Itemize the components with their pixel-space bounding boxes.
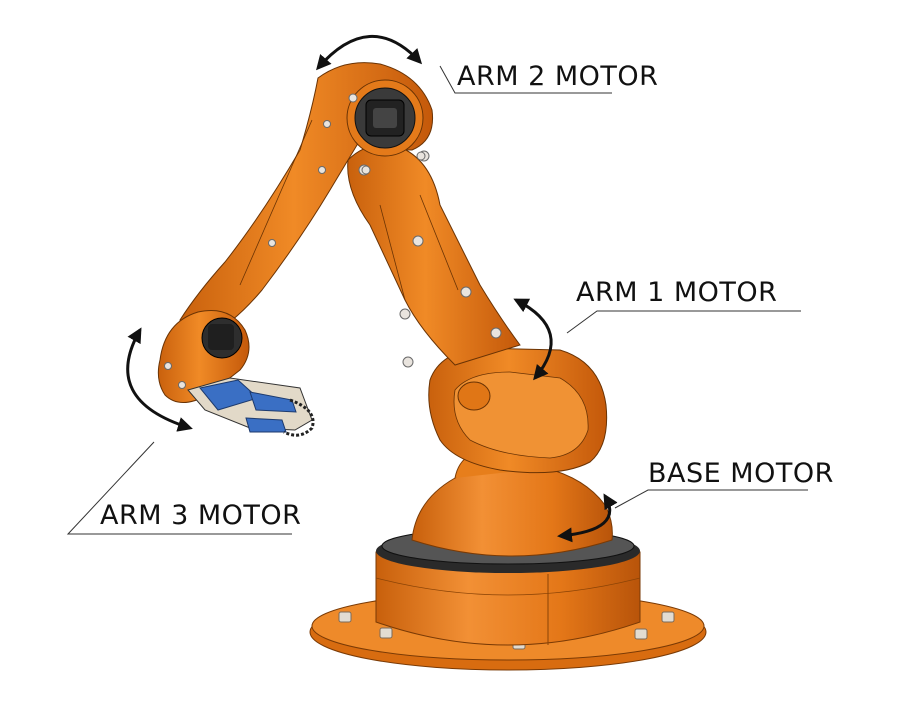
leader-base — [614, 489, 808, 509]
arm2-motor-label: ARM 2 MOTOR — [457, 61, 659, 92]
arm3-motor-label: ARM 3 MOTOR — [100, 500, 302, 531]
leader-lines — [66, 65, 808, 535]
arrow-base — [557, 493, 618, 543]
arrow-arm2 — [316, 35, 423, 71]
arrow-arm1 — [513, 298, 553, 381]
gripper — [187, 377, 315, 437]
arm2-motor — [346, 79, 426, 175]
shoulder-housing — [428, 347, 608, 474]
leader-arm3 — [66, 441, 292, 535]
arm-1 — [347, 144, 521, 368]
leader-arm2 — [439, 65, 612, 94]
base-motor-label: BASE MOTOR — [648, 458, 834, 489]
arm1-motor-label: ARM 1 MOTOR — [576, 277, 778, 308]
leader-arm1 — [566, 310, 801, 334]
arrow-arm3 — [126, 327, 193, 432]
base-cylinder — [375, 551, 641, 646]
